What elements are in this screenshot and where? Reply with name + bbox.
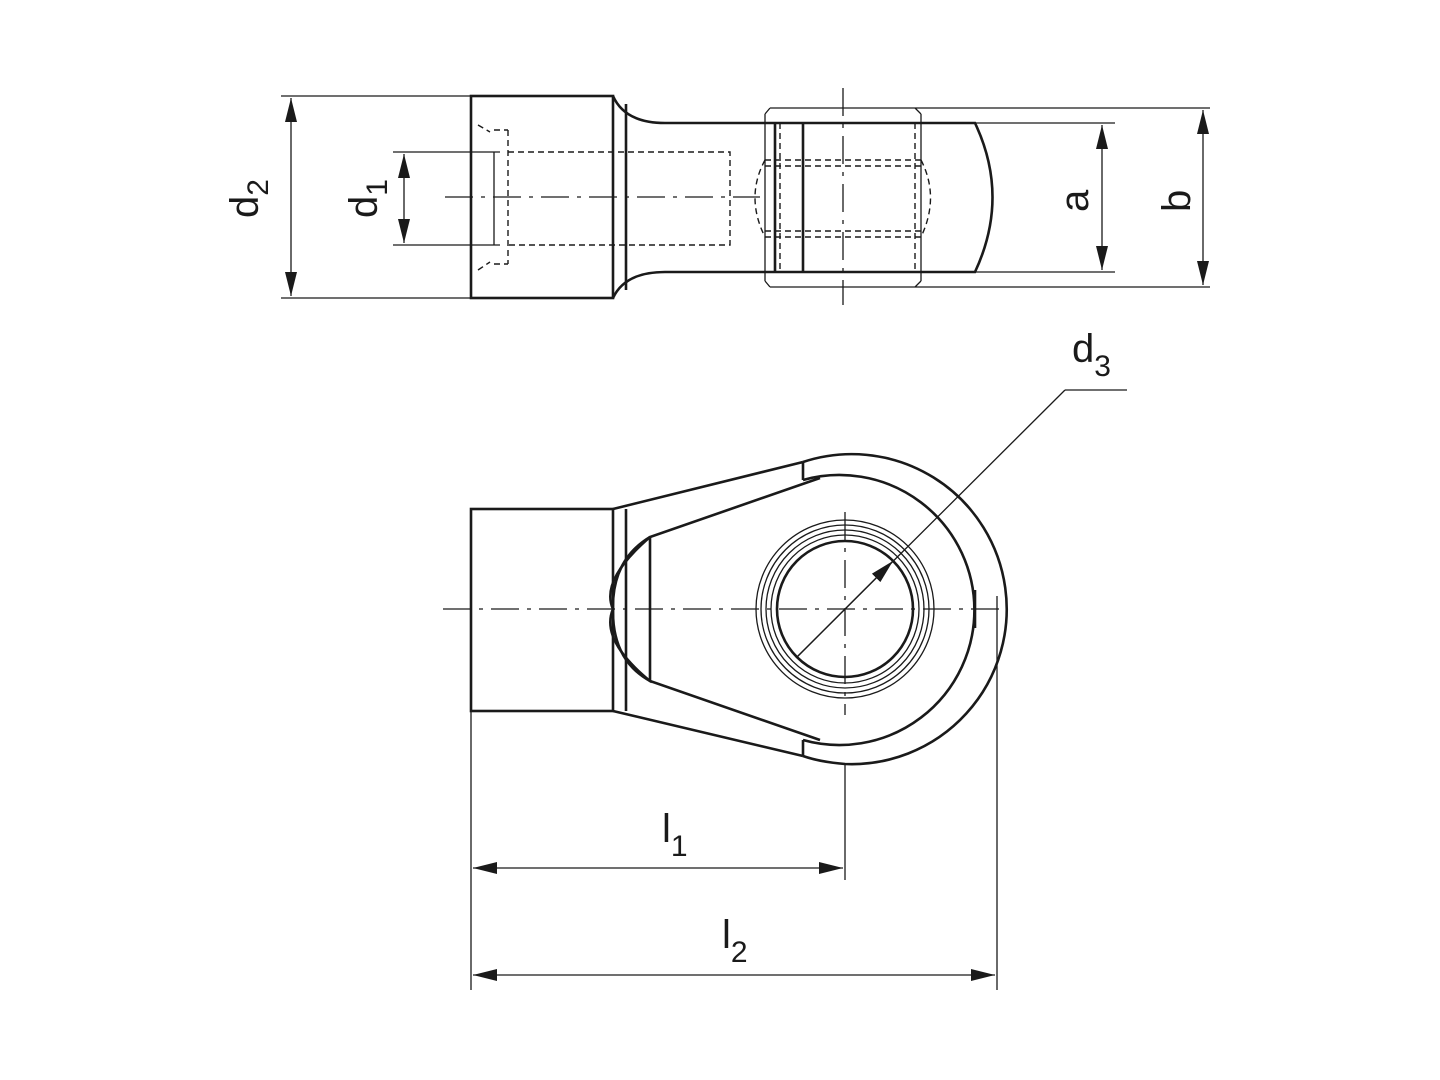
svg-text:d3: d3 (1072, 327, 1111, 383)
svg-text:d1: d1 (342, 179, 394, 218)
dimension-a: a (975, 122, 1115, 273)
dimension-l2: l2 (473, 596, 998, 990)
dimension-d1: d1 (342, 151, 500, 246)
side-view: d2 d1 a b (223, 88, 1210, 305)
label-d1: d (342, 196, 386, 218)
dimension-l1: l1 (470, 711, 846, 990)
label-a: a (1053, 189, 1097, 212)
label-l1: l (662, 807, 671, 851)
svg-text:d2: d2 (223, 179, 275, 218)
label-l2: l (722, 913, 731, 957)
dimension-b: b (1155, 110, 1209, 285)
label-d2: d (223, 196, 267, 218)
label-d3: d (1072, 327, 1094, 371)
svg-text:l1: l1 (662, 807, 688, 863)
front-view: d3 l1 l2 (443, 327, 1127, 990)
svg-text:l2: l2 (722, 913, 748, 969)
dimension-d2: d2 (223, 95, 471, 299)
dimension-d3: d3 (796, 327, 1127, 658)
label-b: b (1155, 190, 1199, 212)
